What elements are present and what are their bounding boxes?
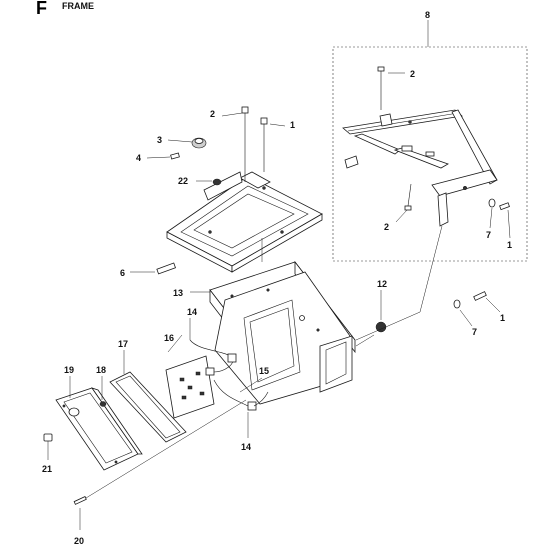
callout-2: 2 (410, 69, 415, 79)
callout-6: 6 (120, 268, 125, 278)
callout-8: 8 (425, 10, 430, 20)
callout-1: 1 (507, 240, 512, 250)
washer-icon (488, 198, 496, 208)
callout-labels: 8 2 2 7 1 2 1 3 4 22 6 12 13 1 7 14 16 1… (42, 10, 512, 546)
frame-left-rail (353, 133, 401, 155)
seat-frame-group (130, 106, 323, 275)
detail-box (332, 46, 528, 262)
callout-12: 12 (377, 279, 387, 289)
bolt-icon (156, 262, 176, 275)
callout-14: 14 (241, 442, 251, 452)
callout-2: 2 (384, 222, 389, 232)
right-fasteners (355, 225, 501, 341)
connector-icon (227, 353, 237, 363)
page-title: FRAME (62, 1, 94, 11)
cover-group (43, 376, 247, 530)
callout-15: 15 (259, 366, 269, 376)
callout-1: 1 (500, 313, 505, 323)
control-board-group (165, 318, 269, 438)
callout-4: 4 (136, 153, 141, 163)
callout-1: 1 (290, 120, 295, 130)
callout-20: 20 (74, 536, 84, 546)
callout-19: 19 (64, 365, 74, 375)
knob-21-icon (43, 433, 53, 442)
callout-2: 2 (210, 109, 215, 119)
frame-lower-bar (431, 169, 498, 197)
callout-14: 14 (187, 307, 197, 317)
callout-16: 16 (164, 333, 174, 343)
housing-end (319, 335, 353, 393)
callout-22: 22 (178, 176, 188, 186)
callout-18: 18 (96, 365, 106, 375)
callout-7: 7 (472, 327, 477, 337)
callout-17: 17 (118, 339, 128, 349)
callout-13: 13 (173, 288, 183, 298)
callout-7: 7 (486, 230, 491, 240)
callout-21: 21 (42, 464, 52, 474)
main-housing-group (190, 238, 356, 405)
sub-frame-group (332, 20, 528, 262)
gasket (109, 371, 187, 443)
nut-icon (212, 178, 222, 186)
section-letter: F (36, 0, 47, 18)
seat-frame-plate (166, 175, 323, 267)
callout-3: 3 (157, 135, 162, 145)
